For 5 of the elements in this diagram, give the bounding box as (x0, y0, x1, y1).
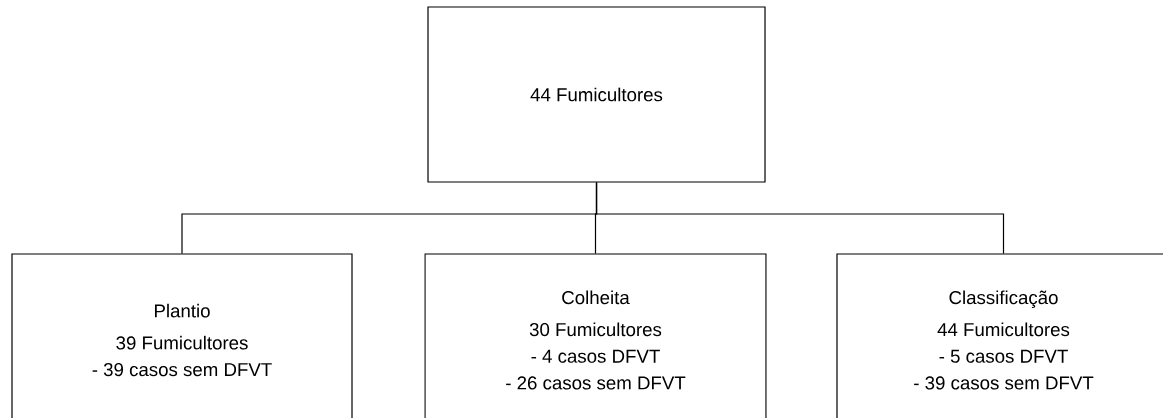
category-box: Plantio 39 Fumicultores - 39 casos sem DFVT (11, 253, 353, 418)
connector-line (595, 182, 1005, 254)
category-box: Classificação 44 Fumicultores - 5 casos DFVT - 39 casos sem DFVT (836, 253, 1163, 418)
category-box: Colheita 30 Fumicultores - 4 casos DFVT - 26 casos sem DFVT (424, 253, 767, 418)
root-box: 44 Fumicultores (427, 6, 766, 183)
